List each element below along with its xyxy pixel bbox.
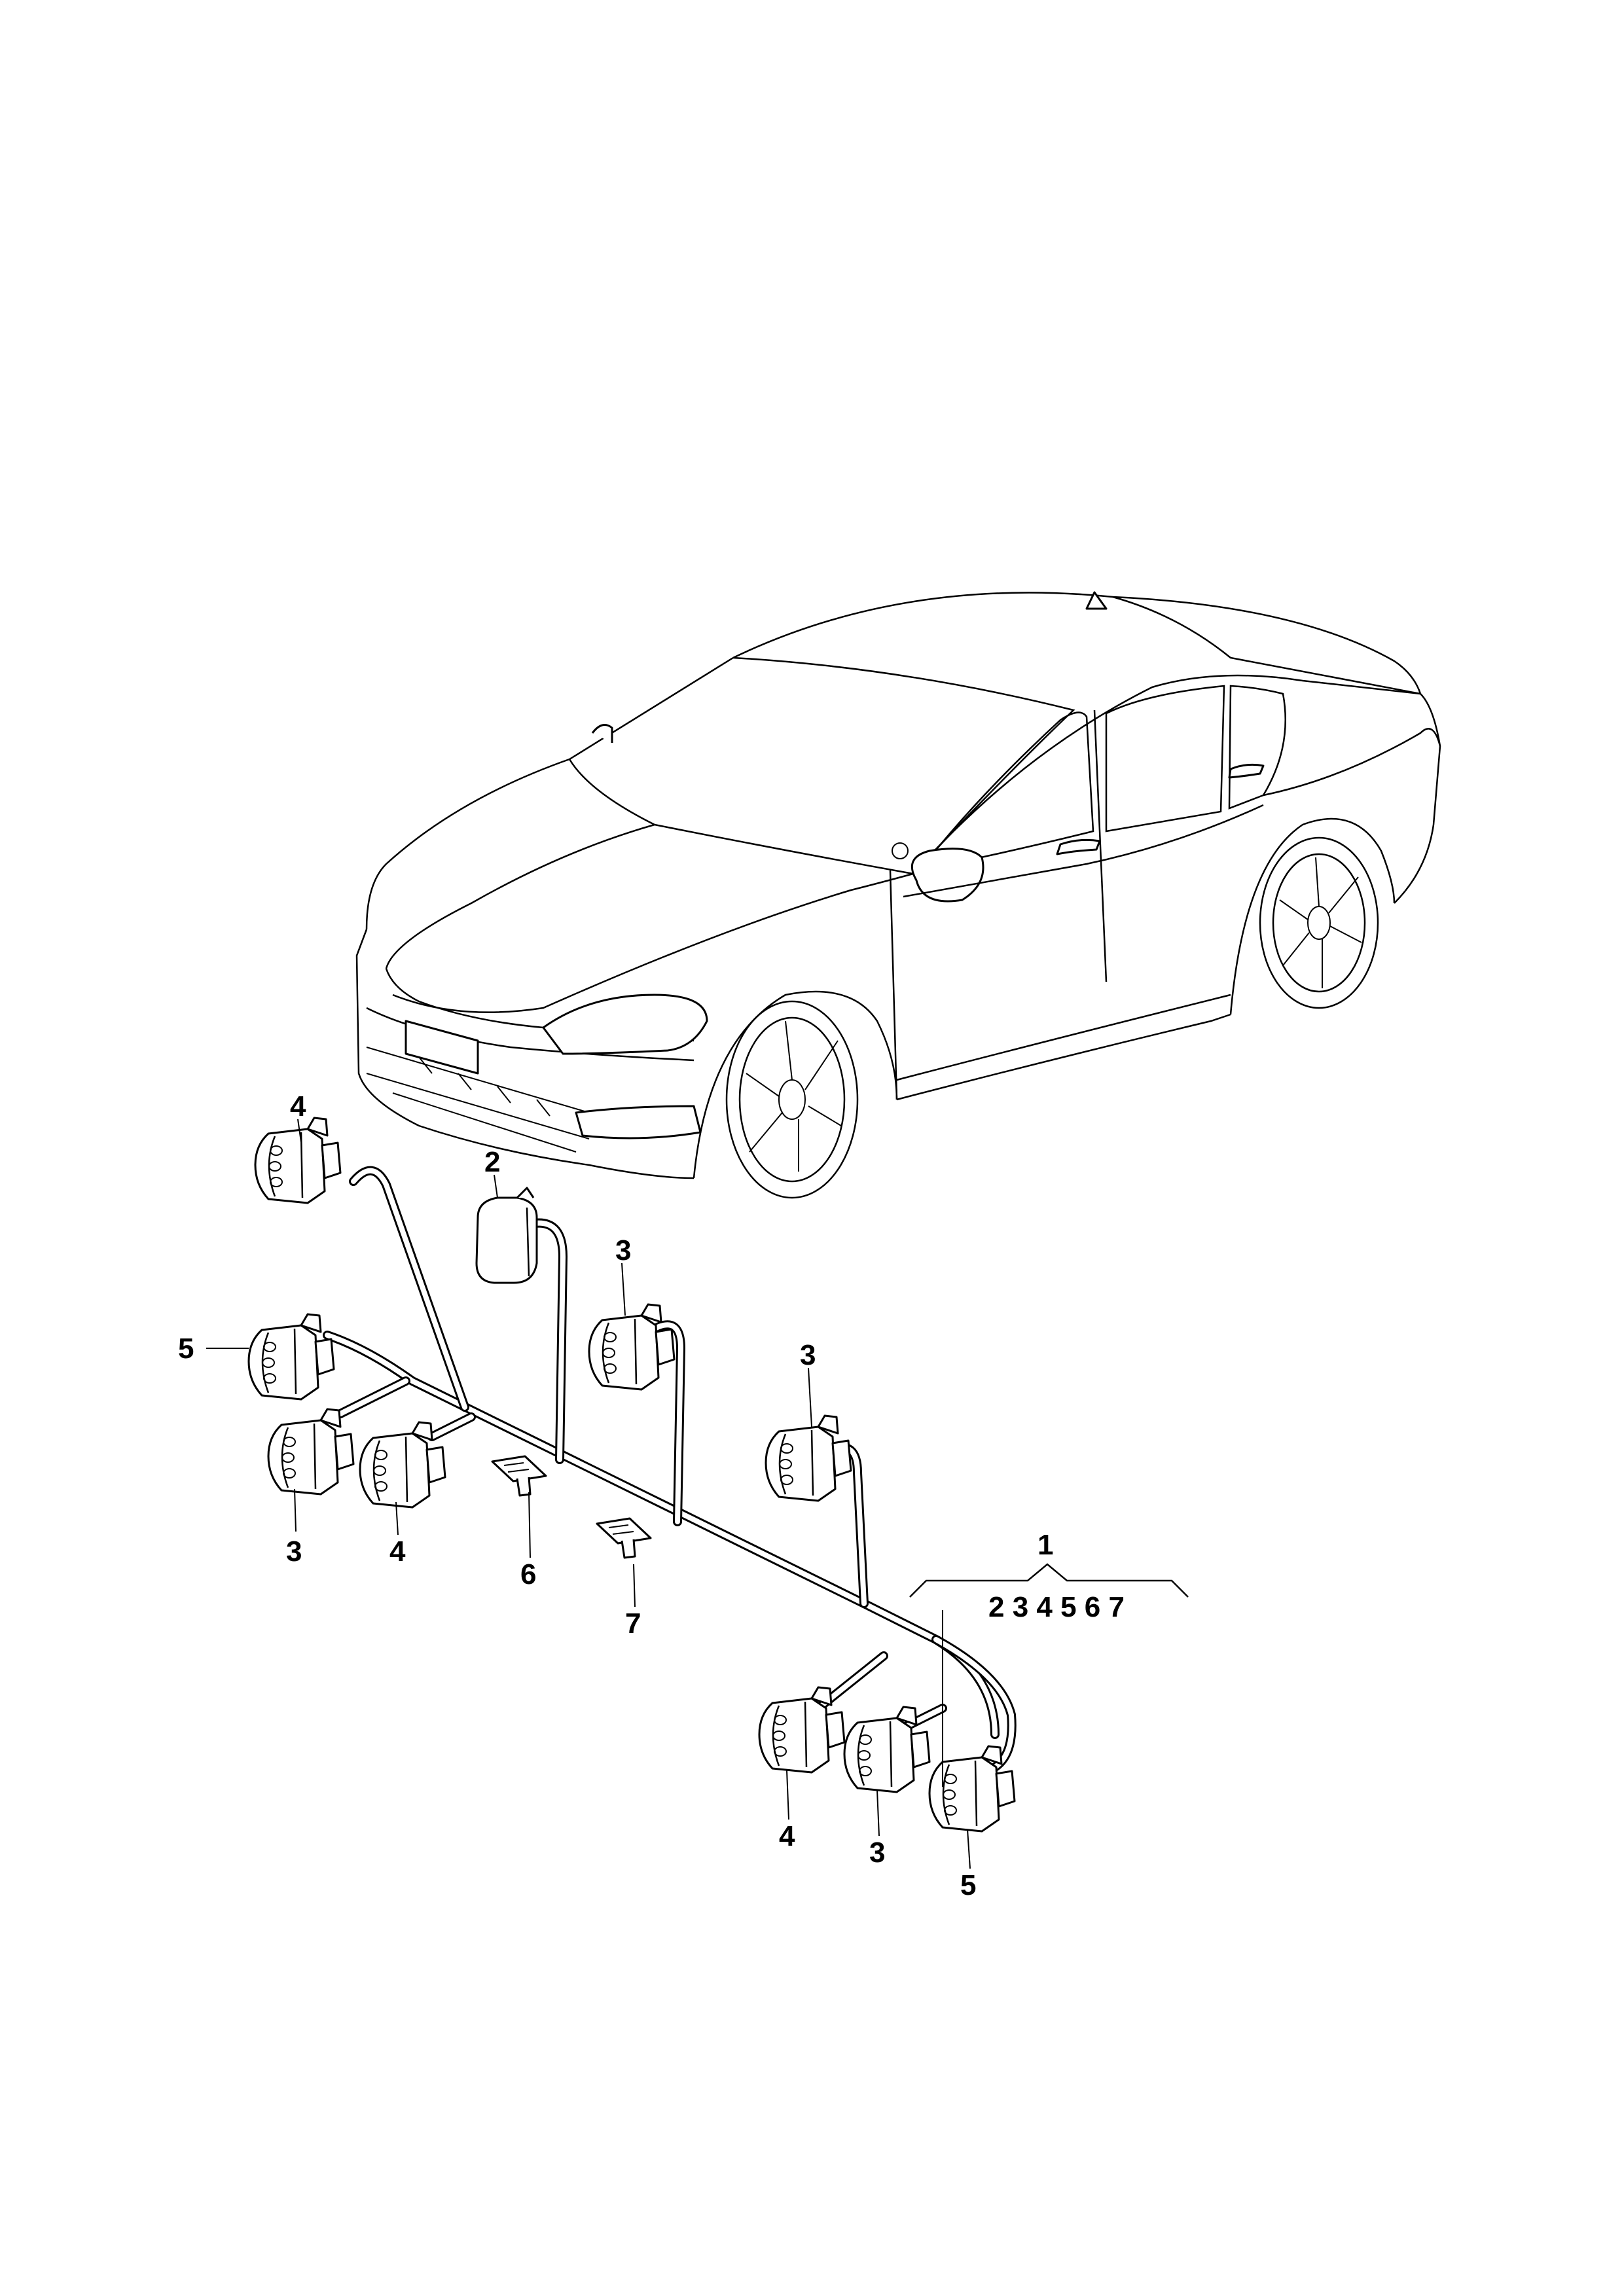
callout-3-bottom: 3 xyxy=(869,1837,885,1869)
clip-part-6 xyxy=(491,1455,547,1497)
callout-3-right: 3 xyxy=(800,1339,816,1371)
car-illustration xyxy=(355,591,1441,1199)
callout-5-bottom: 5 xyxy=(960,1869,976,1901)
clip-part-7 xyxy=(596,1517,652,1559)
sensor-connector-4-lower-left xyxy=(359,1421,446,1509)
callout-3-mid: 3 xyxy=(615,1234,631,1266)
sensor-connector-3-bottom xyxy=(843,1706,931,1793)
callout-3-lower-left: 3 xyxy=(286,1535,302,1568)
callout-4-bottom: 4 xyxy=(779,1820,795,1852)
callout-5-left: 5 xyxy=(178,1333,194,1365)
sensor-connector-3-right xyxy=(765,1414,852,1502)
callout-6: 6 xyxy=(520,1558,536,1590)
callout-1: 1 xyxy=(1038,1529,1053,1561)
sensor-connector-4-bottom xyxy=(758,1686,846,1774)
sensor-connector-3-mid xyxy=(588,1303,676,1391)
cap-part-2 xyxy=(475,1187,538,1284)
sensor-connector-3-lower-left xyxy=(267,1408,355,1496)
callout-2: 2 xyxy=(484,1146,500,1178)
callout-1-contents: 2 3 4 5 6 7 xyxy=(988,1591,1125,1623)
callout-4-lower-left: 4 xyxy=(389,1535,406,1568)
leader-lines xyxy=(206,1119,1189,1869)
callout-7: 7 xyxy=(625,1607,641,1640)
sensor-connector-5-left xyxy=(247,1313,335,1401)
callout-4-top: 4 xyxy=(290,1090,306,1122)
sensor-connector-4-top xyxy=(254,1117,342,1204)
